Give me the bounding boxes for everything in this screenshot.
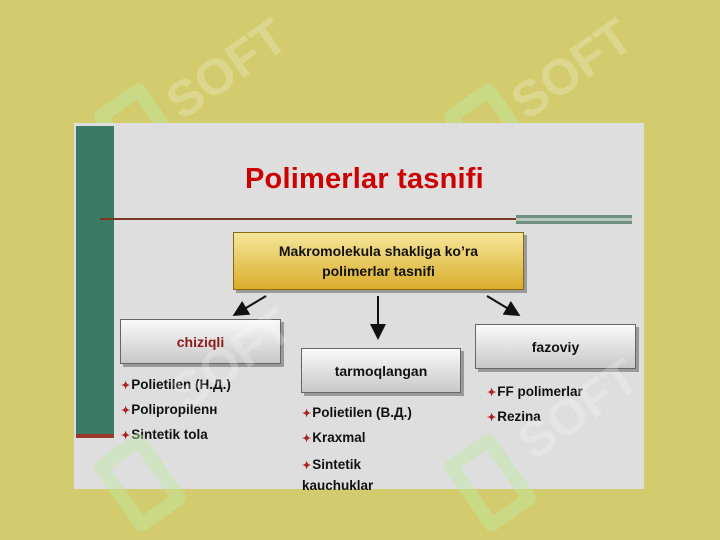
chiziqli-examples-list: ✦Polietilen (Н.Д.) ✦Polipropilenн ✦Sinte… <box>121 373 231 448</box>
bullet-icon: ✦ <box>302 408 312 420</box>
bullet-icon: ✦ <box>302 433 312 445</box>
slide-title: Polimerlar tasnifi <box>245 163 484 195</box>
title-divider-accent <box>516 215 632 226</box>
list-item: ✦FF polimerlar <box>487 384 583 399</box>
arrow-to-chiziqli <box>232 295 267 317</box>
bullet-icon: ✦ <box>487 387 497 399</box>
bullet-icon: ✦ <box>302 460 312 472</box>
arrow-to-fazoviy <box>486 295 521 317</box>
list-item: ✦Kraxmal <box>302 430 366 445</box>
category-box-tarmoqlangan: tarmoqlangan <box>301 348 461 393</box>
tarmoqlangan-examples-list: ✦Polietilen (В.Д.) ✦Kraxmal ✦Sintetik ka… <box>302 401 412 496</box>
bullet-icon: ✦ <box>121 405 131 417</box>
bullet-icon: ✦ <box>121 380 131 392</box>
bullet-icon: ✦ <box>487 412 497 424</box>
list-item: ✦Sintetik tola <box>121 427 208 442</box>
fazoviy-examples-list: ✦FF polimerlar ✦Rezina <box>487 380 583 430</box>
list-item: ✦Polietilen (В.Д.) <box>302 405 412 420</box>
root-node-line2: polimerlar tasnifi <box>322 263 435 279</box>
list-item: ✦Sintetik kauchuklar <box>302 457 374 493</box>
slide-canvas <box>74 123 644 489</box>
title-divider <box>100 218 632 220</box>
category-box-fazoviy: fazoviy <box>475 324 636 369</box>
root-node-box: Makromolekula shakliga ko’ra polimerlar … <box>233 232 524 290</box>
bullet-icon: ✦ <box>121 430 131 442</box>
slide-sidebar-accent <box>76 126 114 437</box>
list-item: ✦Rezina <box>487 409 541 424</box>
root-node-line1: Makromolekula shakliga ko’ra <box>278 243 479 259</box>
list-item: ✦Polietilen (Н.Д.) <box>121 377 231 392</box>
category-box-chiziqli: chiziqli <box>120 319 281 364</box>
list-item: ✦Polipropilenн <box>121 402 218 417</box>
slide-sidebar-tail <box>76 434 114 438</box>
